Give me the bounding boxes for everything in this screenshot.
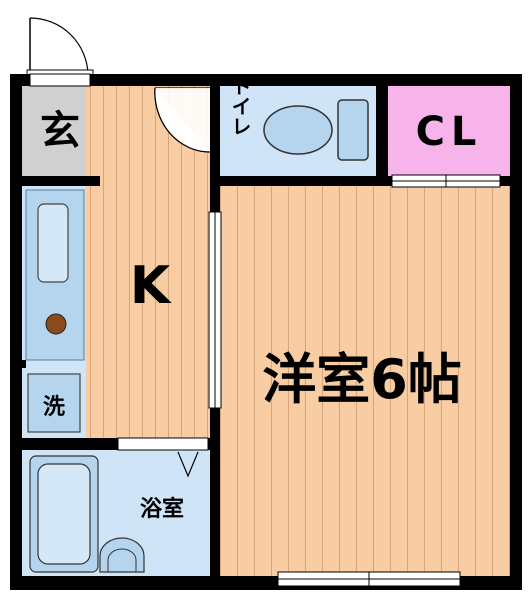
kitchen-label: K: [130, 256, 172, 316]
kitchen-sink: [25, 189, 85, 361]
window-bottom: [277, 571, 461, 587]
bathroom-label: 浴室: [140, 496, 184, 522]
closet-doors: [391, 174, 501, 188]
toilet-icon: [263, 99, 369, 161]
western-room-label: 洋室6帖: [262, 348, 462, 411]
toilet-label: トイレ: [228, 76, 252, 136]
toilet-door: [154, 87, 211, 153]
washer-label: 洗: [43, 395, 65, 420]
stove-burner-icon: [45, 313, 67, 335]
bathroom-door: [117, 437, 209, 478]
bathtub: [29, 455, 99, 573]
closet-floor: [388, 86, 510, 176]
western-room-floor: [220, 186, 510, 576]
washing-machine-space: [27, 373, 81, 433]
entrance-label: 玄: [40, 108, 80, 154]
entrance-door: [26, 17, 94, 77]
sliding-door-kitchen-room: [208, 211, 222, 409]
closet-label: CL: [416, 109, 483, 155]
basin-icon: [99, 537, 145, 573]
entrance-opening: [29, 73, 91, 87]
